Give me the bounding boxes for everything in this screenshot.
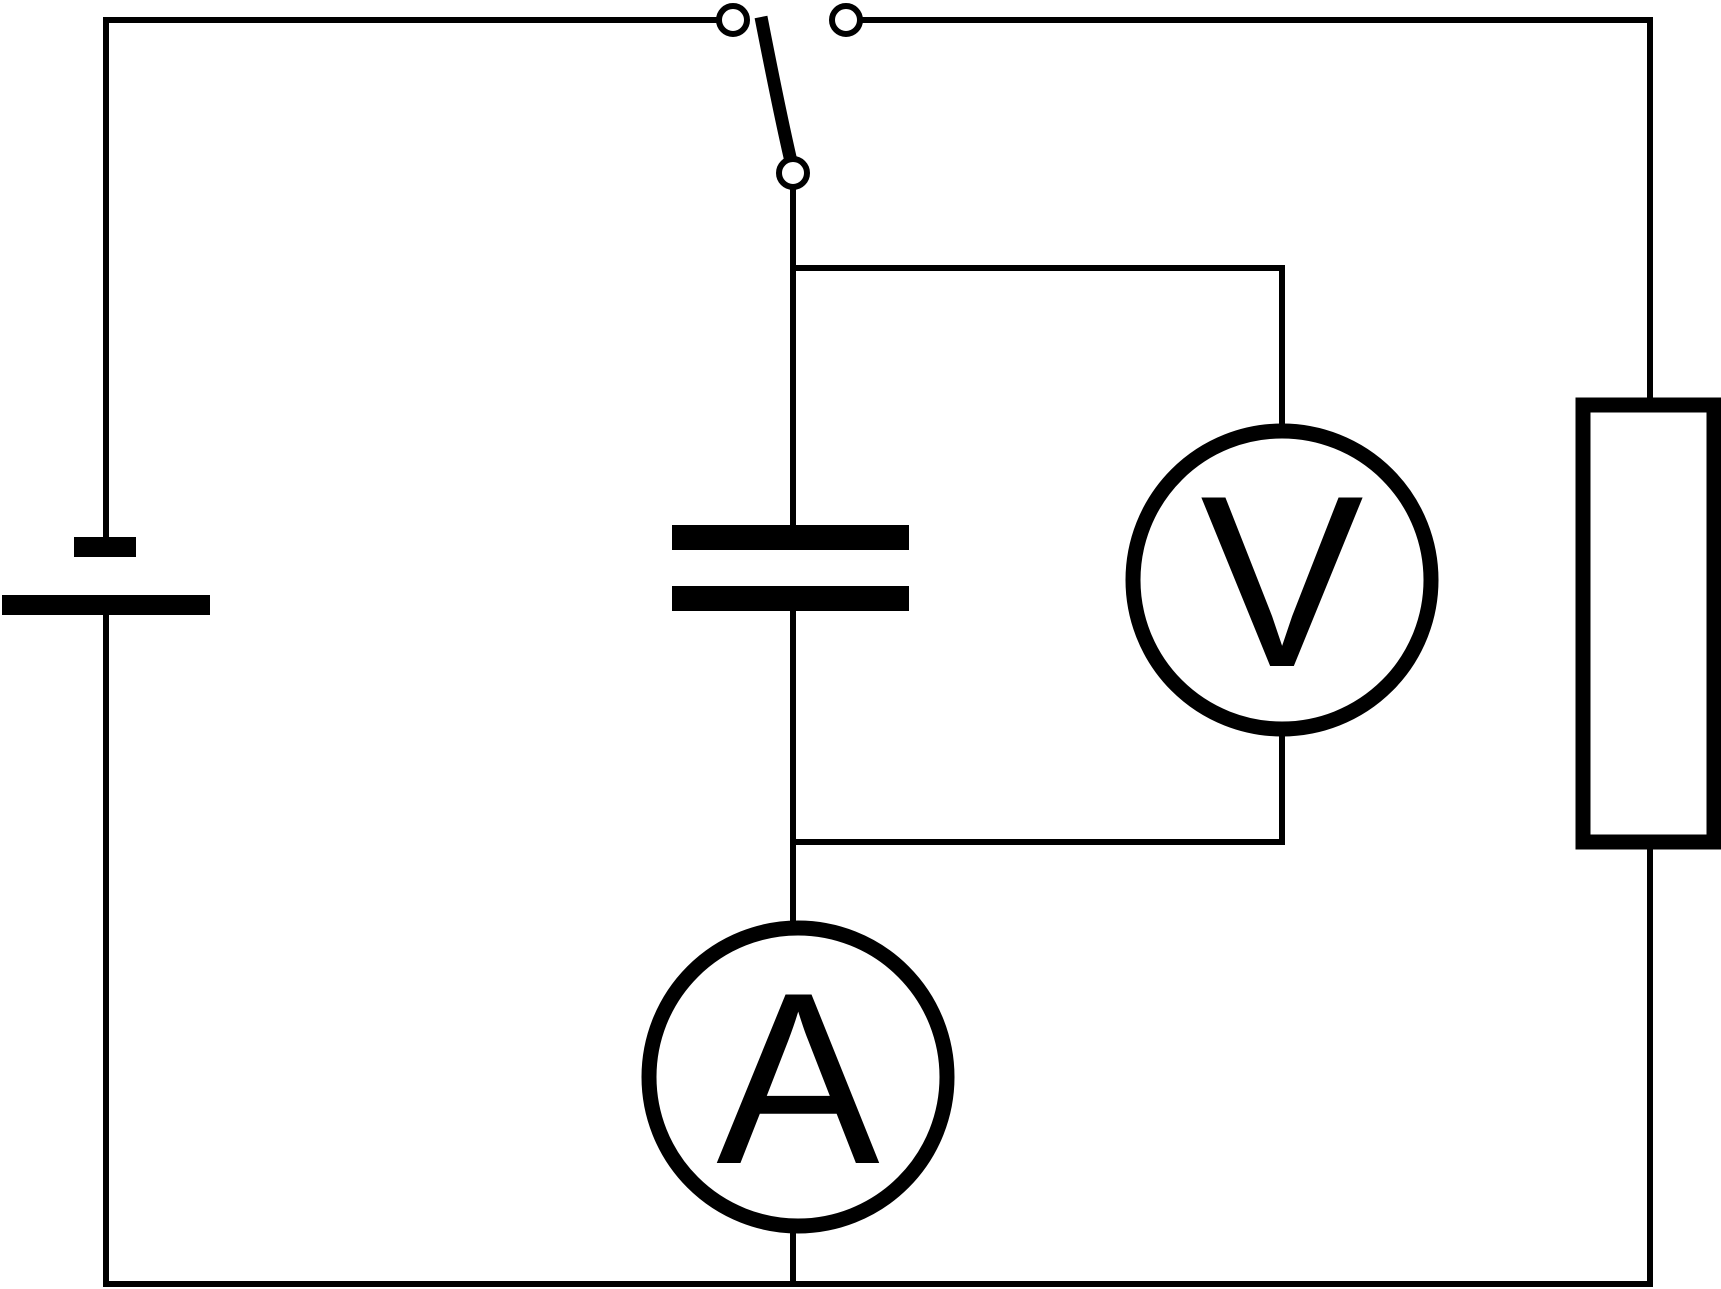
battery-branch <box>103 17 795 1287</box>
ammeter: A <box>641 920 955 1234</box>
battery-positive-plate <box>2 595 210 615</box>
battery-bottom-wire <box>103 608 795 1287</box>
switch-terminal-right <box>829 3 863 37</box>
capacitor <box>672 525 909 611</box>
capacitor-top-plate <box>672 525 909 550</box>
voltmeter: V <box>1125 423 1439 737</box>
voltmeter-branch <box>790 265 1285 845</box>
battery-negative-plate <box>74 537 136 557</box>
voltmeter-circle <box>1125 423 1439 737</box>
battery-top-wire <box>103 17 720 544</box>
switch-right-wire <box>858 17 1653 402</box>
two-way-switch <box>716 3 863 190</box>
resistor-branch <box>789 17 1653 1287</box>
switch-terminal-common <box>776 156 810 190</box>
voltmeter-top-wire <box>790 265 1285 428</box>
switch-blade <box>754 15 800 172</box>
resistor <box>1575 397 1721 850</box>
switch-terminal-left <box>716 3 750 37</box>
voltmeter-symbol: V <box>1200 444 1363 718</box>
resistor-body <box>1575 397 1721 850</box>
voltmeter-bottom-wire <box>790 731 1285 845</box>
battery-cell <box>2 537 210 615</box>
ammeter-circle <box>641 920 955 1234</box>
capacitor-bottom-plate <box>672 586 909 611</box>
ammeter-symbol: A <box>716 941 879 1215</box>
resistor-bottom-wire <box>789 845 1653 1287</box>
